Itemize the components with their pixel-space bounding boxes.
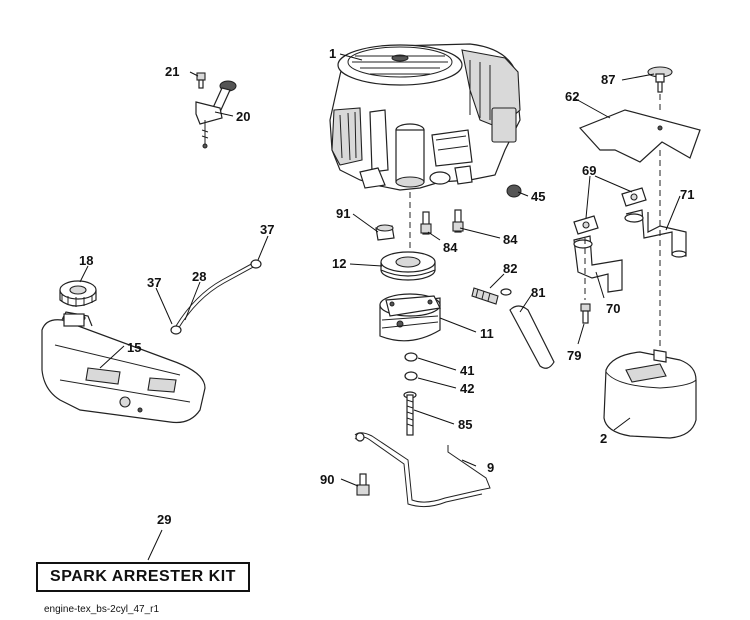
pipe-part-70	[573, 235, 623, 293]
clamp-part-37a	[170, 325, 182, 335]
fuel-line-part-28	[175, 261, 256, 327]
callout-70: 70	[606, 301, 620, 316]
leader-lines	[79, 53, 681, 561]
nut-part-45	[506, 184, 522, 198]
callout-18: 18	[79, 253, 93, 268]
callout-71: 71	[680, 187, 694, 202]
washer-part-41	[404, 352, 418, 362]
callout-62: 62	[565, 89, 579, 104]
callout-21: 21	[165, 64, 179, 79]
bolt-part-79	[580, 303, 591, 324]
clutch-part-11	[379, 293, 441, 342]
callout-9: 9	[487, 460, 494, 475]
fitting-part-82	[471, 287, 512, 305]
pipe-part-71	[624, 209, 687, 258]
hose-part-81	[509, 305, 555, 369]
callout-28: 28	[192, 269, 206, 284]
bolt-part-21	[196, 72, 206, 89]
bolt-part-85	[403, 391, 417, 436]
callout-45: 45	[531, 189, 545, 204]
callout-79: 79	[567, 348, 581, 363]
bolt-part-84a	[420, 211, 432, 235]
washer-part-42	[404, 371, 418, 381]
bolt-part-84b	[452, 209, 464, 233]
bolt-part-90	[356, 473, 370, 496]
gasket-part-69b	[621, 187, 647, 207]
callout-20: 20	[236, 109, 250, 124]
callout-69: 69	[582, 163, 596, 178]
callout-29: 29	[157, 512, 171, 527]
bushing-part-91	[375, 224, 395, 241]
callout-37a: 37	[147, 275, 161, 290]
fuel-tank-part-15	[41, 311, 206, 424]
callout-85: 85	[458, 417, 472, 432]
callout-84b: 84	[503, 232, 518, 247]
dipstick-part-20	[195, 80, 237, 149]
pulley-part-12	[380, 251, 436, 281]
gasket-part-69a	[573, 215, 599, 235]
callout-11: 11	[480, 326, 494, 341]
callout-87: 87	[601, 72, 615, 87]
callout-82: 82	[503, 261, 517, 276]
callout-1: 1	[329, 46, 336, 61]
callout-81: 81	[531, 285, 545, 300]
rod-part-9	[354, 432, 491, 508]
shield-part-62	[578, 109, 701, 163]
muffler-part-2	[603, 349, 697, 439]
cap-part-18	[59, 280, 97, 307]
knob-part-87	[647, 66, 673, 93]
callout-2: 2	[600, 431, 607, 446]
callout-12: 12	[332, 256, 346, 271]
diagram-caption: engine-tex_bs-2cyl_47_r1	[44, 604, 160, 615]
callout-42: 42	[460, 381, 474, 396]
engine-part	[329, 43, 521, 191]
callout-91: 91	[336, 206, 350, 221]
clamp-part-37b	[250, 259, 262, 269]
callout-15: 15	[127, 340, 141, 355]
callout-37b: 37	[260, 222, 274, 237]
fuel-line-edge-part-28	[177, 264, 258, 330]
callout-84a: 84	[443, 240, 458, 255]
callout-90: 90	[320, 472, 334, 487]
callout-41: 41	[460, 363, 474, 378]
spark-arrester-kit-label: SPARK ARRESTER KIT	[36, 562, 250, 592]
